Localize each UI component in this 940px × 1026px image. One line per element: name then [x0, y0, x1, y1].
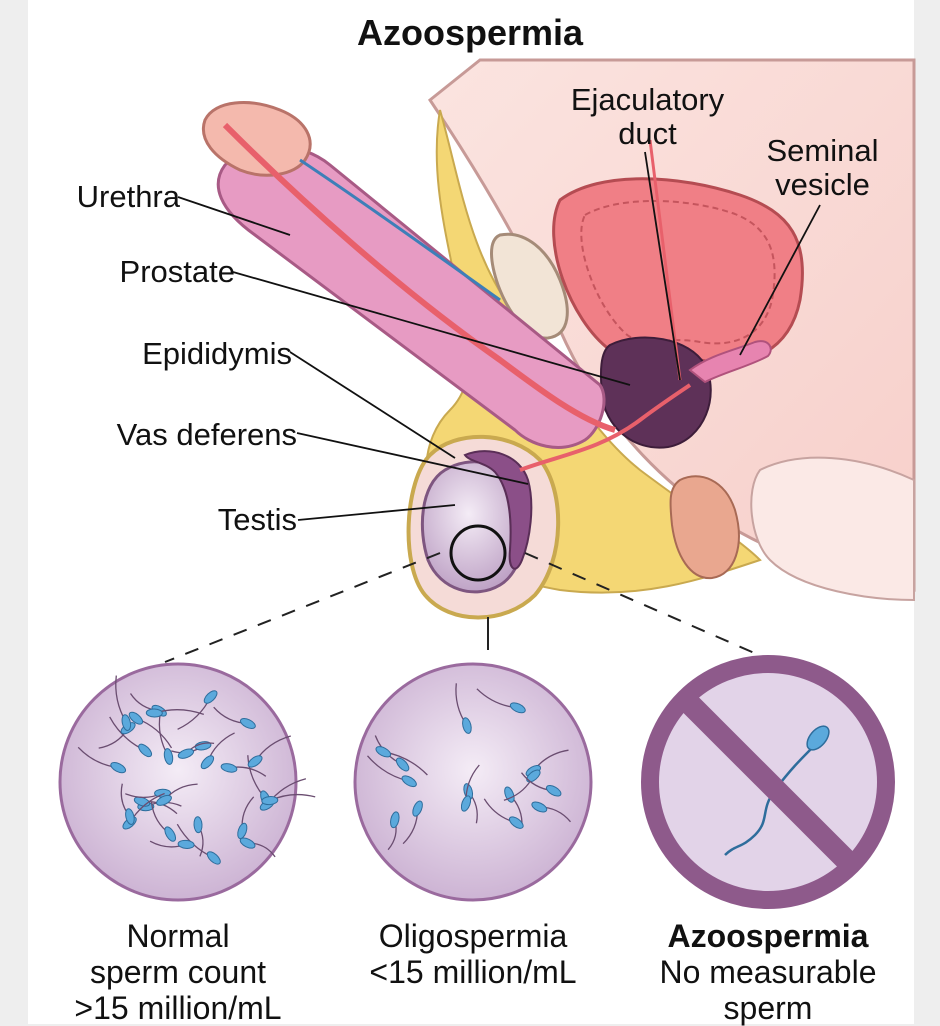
caption-oligo: Oligospermia <15 million/mL: [323, 918, 623, 990]
label-testis: Testis: [217, 502, 297, 537]
sperm-head: [203, 690, 218, 704]
sperm-head: [128, 711, 144, 725]
sperm-head: [125, 808, 135, 825]
rectum: [669, 475, 740, 580]
sperm-head: [545, 785, 562, 797]
sperm-head: [177, 748, 195, 759]
vas-deferens-tube: [519, 383, 692, 472]
caption-oligo-line2: <15 million/mL: [369, 954, 577, 990]
leader-ejaculatory-duct: [644, 151, 681, 381]
leader-urethra: [177, 196, 291, 236]
circle-normal: [58, 662, 298, 902]
sperm-head: [375, 746, 392, 758]
panel-normal-circle: [58, 662, 316, 902]
leader-testis: [297, 504, 456, 521]
sperm-head: [531, 801, 548, 813]
caption-normal: Normal sperm count >15 million/mL: [28, 918, 328, 1026]
caption-normal-line1: Normal: [126, 918, 230, 954]
caption-normal-line2: sperm count: [89, 954, 267, 990]
zoom-lines: [164, 552, 776, 663]
sperm-head: [390, 811, 400, 829]
label-ejaculatory-line2: duct: [618, 116, 677, 151]
label-ejaculatory-duct: Ejaculatory duct: [545, 83, 750, 151]
leader-lines: [177, 151, 821, 521]
circle-oligo: [353, 662, 593, 902]
bladder: [552, 177, 804, 364]
sperm-head: [110, 762, 127, 774]
sperm-head: [145, 708, 163, 718]
sperm-head: [504, 786, 515, 803]
prostate-gland: [600, 336, 712, 449]
caption-azoo-line3: sperm: [723, 990, 813, 1026]
sperm-head: [395, 757, 410, 772]
panel-azoo-circle: [641, 655, 895, 909]
zoom-line-right: [524, 552, 776, 663]
sperm-head: [460, 795, 472, 812]
label-seminal-vesicle: Seminal vesicle: [745, 134, 900, 202]
pubic-bone: [490, 232, 569, 340]
sperm-head: [164, 826, 177, 842]
sperm-head: [462, 717, 472, 734]
leader-prostate: [232, 271, 631, 386]
label-seminal-line1: Seminal: [766, 133, 879, 168]
penis: [202, 101, 616, 449]
label-urethra: Urethra: [76, 179, 180, 214]
sperm-head: [237, 822, 248, 840]
caption-azoo-line1: Azoospermia: [667, 918, 869, 954]
buttock: [750, 456, 915, 602]
sperm-head: [239, 718, 256, 729]
leader-seminal-vesicle: [739, 204, 821, 356]
sperm-head-single: [806, 725, 830, 751]
prohibit-slash: [678, 692, 858, 872]
caption-azoo: Azoospermia No measurable sperm: [618, 918, 918, 1026]
sperm-head: [261, 796, 279, 806]
zoom-focus-circle: [449, 524, 507, 582]
leader-vas-deferens: [296, 432, 529, 485]
sperm-head: [121, 714, 132, 731]
sperm-head: [156, 794, 172, 806]
sperm-group-normal: [77, 675, 316, 865]
sperm-head: [239, 837, 256, 849]
caption-normal-line3: >15 million/mL: [74, 990, 282, 1026]
sperm-head: [401, 775, 417, 788]
leader-epididymis: [289, 351, 456, 459]
caption-oligo-line1: Oligospermia: [378, 918, 568, 954]
sperm-head: [220, 763, 238, 773]
label-epididymis: Epididymis: [142, 336, 292, 371]
sperm-head: [508, 816, 524, 829]
zoom-line-left: [164, 552, 441, 663]
caption-azoo-line2: No measurable: [659, 954, 877, 990]
panel-oligo-circle: [353, 662, 593, 902]
page-title: Azoospermia: [356, 12, 584, 53]
label-prostate: Prostate: [119, 254, 235, 289]
sperm-head: [163, 748, 174, 765]
sperm-head: [526, 769, 541, 783]
seminal-vesicle-shape: [688, 340, 772, 384]
sperm-head: [177, 839, 195, 849]
sperm-head: [193, 816, 203, 834]
sperm-head: [247, 755, 263, 768]
sperm-head: [412, 800, 423, 817]
urethra-tube: [222, 122, 616, 433]
sperm-group-oligo: [367, 683, 571, 851]
sperm-head: [200, 755, 215, 770]
sperm-tail-single: [724, 744, 816, 856]
glans: [202, 101, 312, 177]
sperm-head: [509, 702, 526, 714]
dorsal-vessel: [299, 158, 501, 302]
label-vas-deferens: Vas deferens: [116, 417, 297, 452]
label-seminal-line2: vesicle: [775, 167, 870, 202]
sperm-head: [138, 743, 153, 758]
label-ejaculatory-line1: Ejaculatory: [570, 82, 725, 117]
sperm-head: [206, 851, 221, 865]
